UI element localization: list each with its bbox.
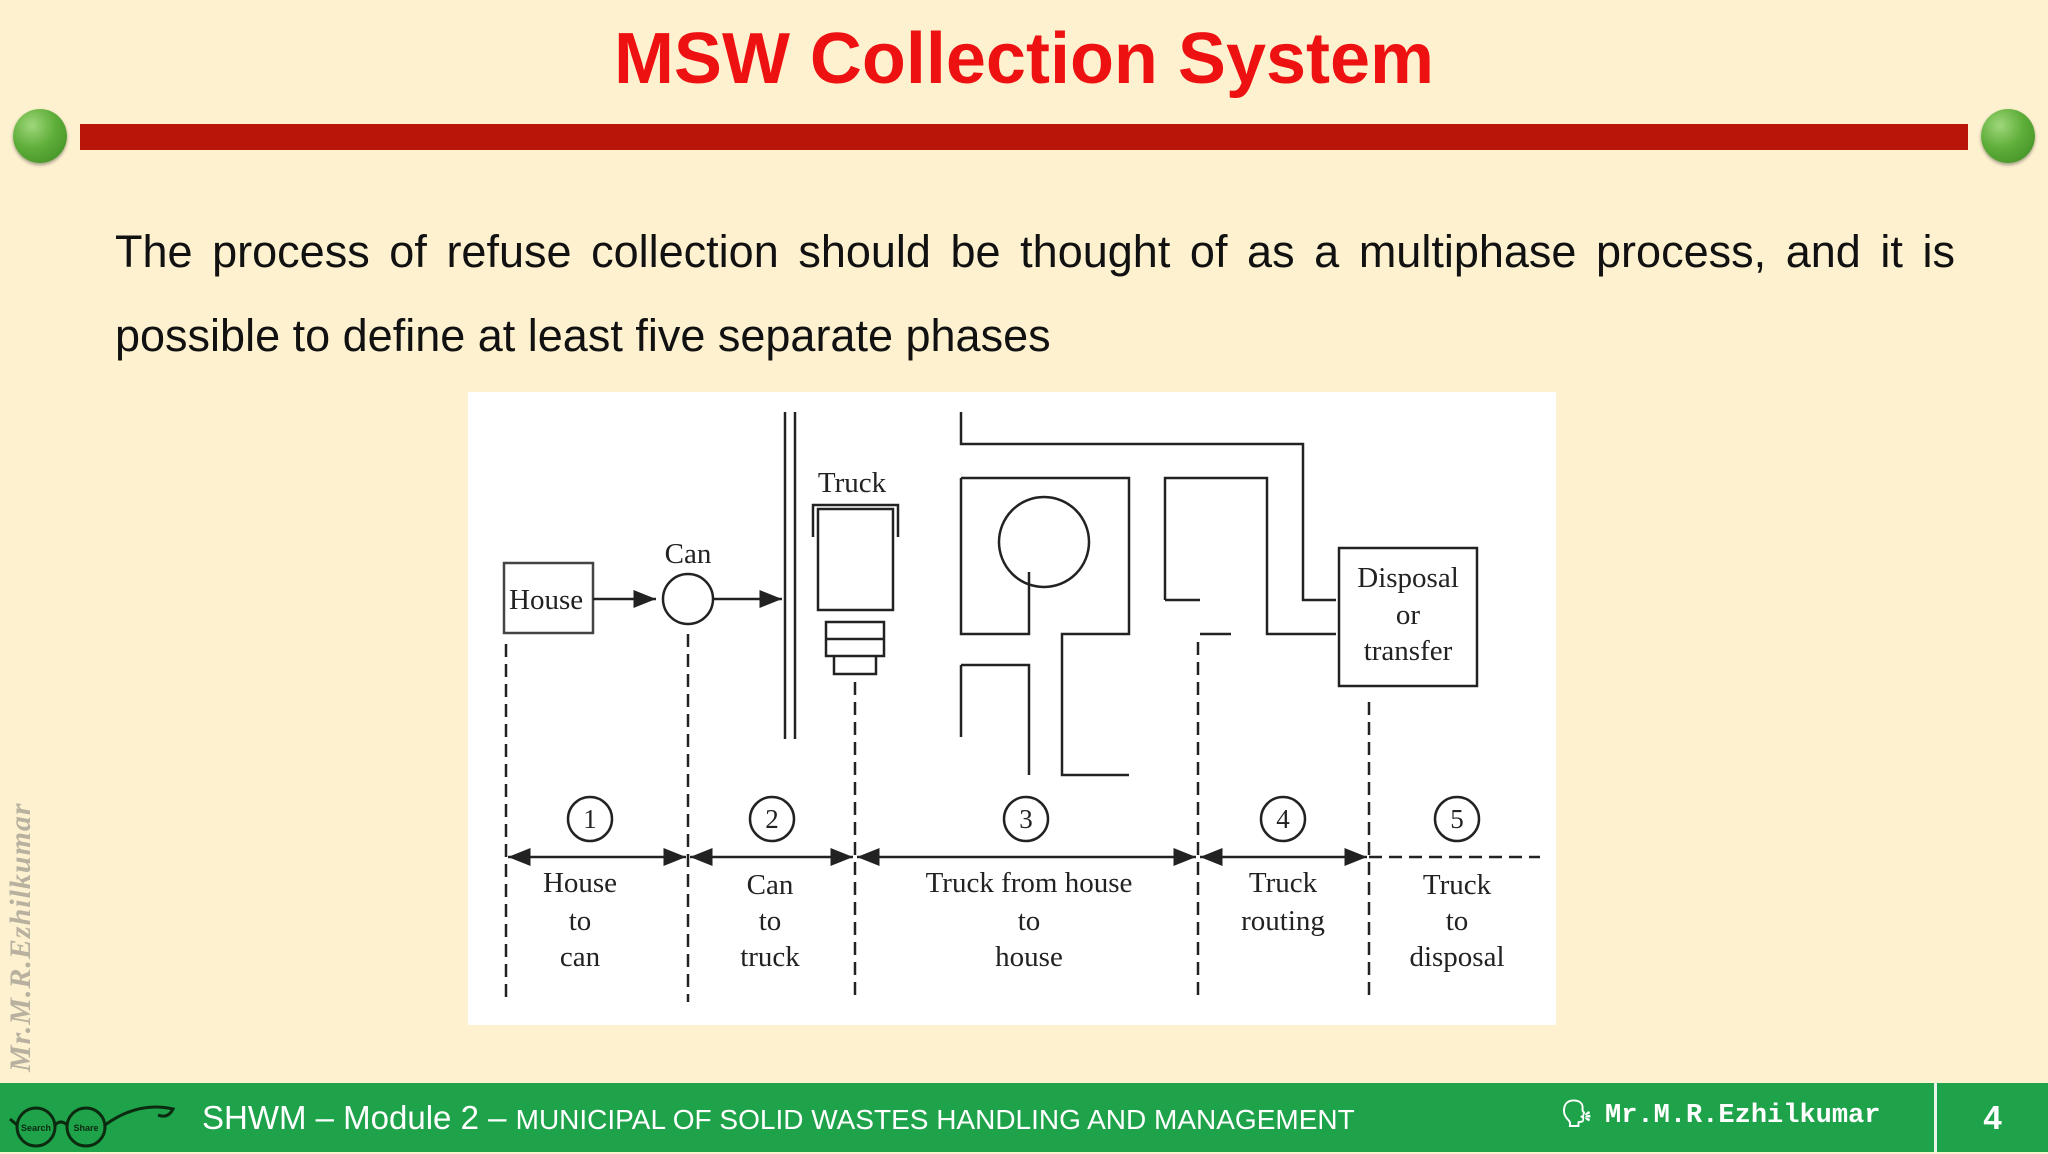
footer-author-name: Mr.M.R.Ezhilkumar xyxy=(1605,1101,1881,1131)
truck-label: Truck xyxy=(818,467,887,499)
house-label: House xyxy=(509,584,583,616)
truck-icon xyxy=(811,503,900,676)
phase-3-line-1: Truck from house xyxy=(926,867,1133,899)
footer-course: SHWM – Module 2 – xyxy=(202,1099,516,1136)
left-green-dot xyxy=(13,109,67,163)
phase-4-number: 4 xyxy=(1276,804,1290,834)
phase-1-number: 1 xyxy=(583,804,597,834)
logo-word-search: Search xyxy=(21,1123,51,1133)
phase-2-line-3: truck xyxy=(740,941,800,973)
page-number: 4 xyxy=(1983,1099,2002,1136)
phase-5-number: 5 xyxy=(1450,804,1464,834)
phase-5-line-2: to xyxy=(1446,905,1469,937)
title-rule xyxy=(80,124,1968,150)
footer-course-title: SHWM – Module 2 – MUNICIPAL OF SOLID WAS… xyxy=(202,1099,1355,1137)
speaker-head-icon: 🗣 xyxy=(1560,1099,1594,1129)
street-network xyxy=(959,412,1336,777)
phase-4-line-2: routing xyxy=(1241,905,1325,937)
phase-1-line-1: House xyxy=(543,867,617,899)
footer-author: 🗣 Mr.M.R.Ezhilkumar xyxy=(1560,1099,1880,1131)
phase-2-line-2: to xyxy=(759,905,782,937)
slide-title: MSW Collection System xyxy=(613,19,1435,99)
phase-2-line-1: Can xyxy=(747,869,794,901)
phase-5-line-3: disposal xyxy=(1409,941,1504,973)
intro-paragraph: The process of refuse collection should … xyxy=(115,226,1955,361)
phase-5-line-1: Truck xyxy=(1423,869,1492,901)
phase-4-line-1: Truck xyxy=(1249,867,1318,899)
can-label: Can xyxy=(665,538,712,570)
disposal-label-2: or xyxy=(1396,599,1421,631)
disposal-label-1: Disposal xyxy=(1357,562,1459,594)
phase-2-number: 2 xyxy=(765,804,779,834)
logo-word-share: Share xyxy=(73,1123,98,1133)
disposal-label-3: transfer xyxy=(1364,635,1453,667)
search-share-logo: Search Share xyxy=(8,1091,178,1154)
footer-separator xyxy=(1934,1083,1937,1152)
footer-bar: Search Share SHWM – Module 2 – MUNICIPAL… xyxy=(0,1083,2048,1152)
phase-1-line-3: can xyxy=(560,941,601,973)
phase-3-line-3: house xyxy=(995,941,1063,973)
right-green-dot xyxy=(1981,109,2035,163)
footer-module-title: MUNICIPAL OF SOLID WASTES HANDLING AND M… xyxy=(515,1104,1355,1135)
collection-phases-diagram: House Can Truck Disposal or transfer 1 2… xyxy=(468,392,1556,1025)
phase-3-line-2: to xyxy=(1018,905,1041,937)
disposal-box xyxy=(1337,546,1479,688)
phase-3-number: 3 xyxy=(1019,804,1033,834)
can-circle xyxy=(661,572,715,626)
phase-1-line-2: to xyxy=(569,905,592,937)
author-watermark: Mr.M.R.Ezhilkumar xyxy=(4,802,37,1072)
